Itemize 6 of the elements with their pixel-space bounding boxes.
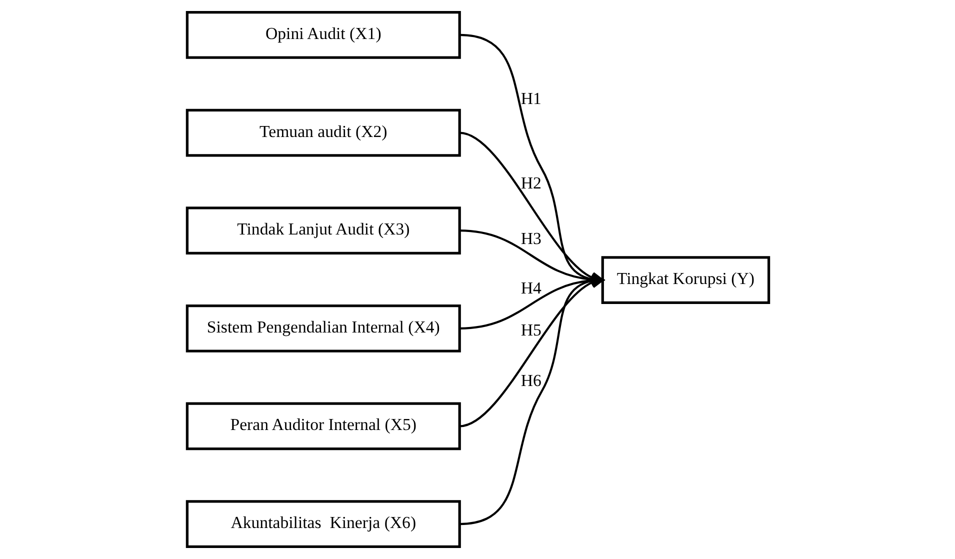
edge-label: H4 (520, 278, 541, 298)
edge-label: H6 (520, 371, 541, 390)
edge-label: H2 (520, 173, 541, 192)
edge-label: H5 (520, 320, 541, 340)
edge-label: H1 (520, 89, 541, 108)
edge-label: H3 (520, 229, 541, 248)
